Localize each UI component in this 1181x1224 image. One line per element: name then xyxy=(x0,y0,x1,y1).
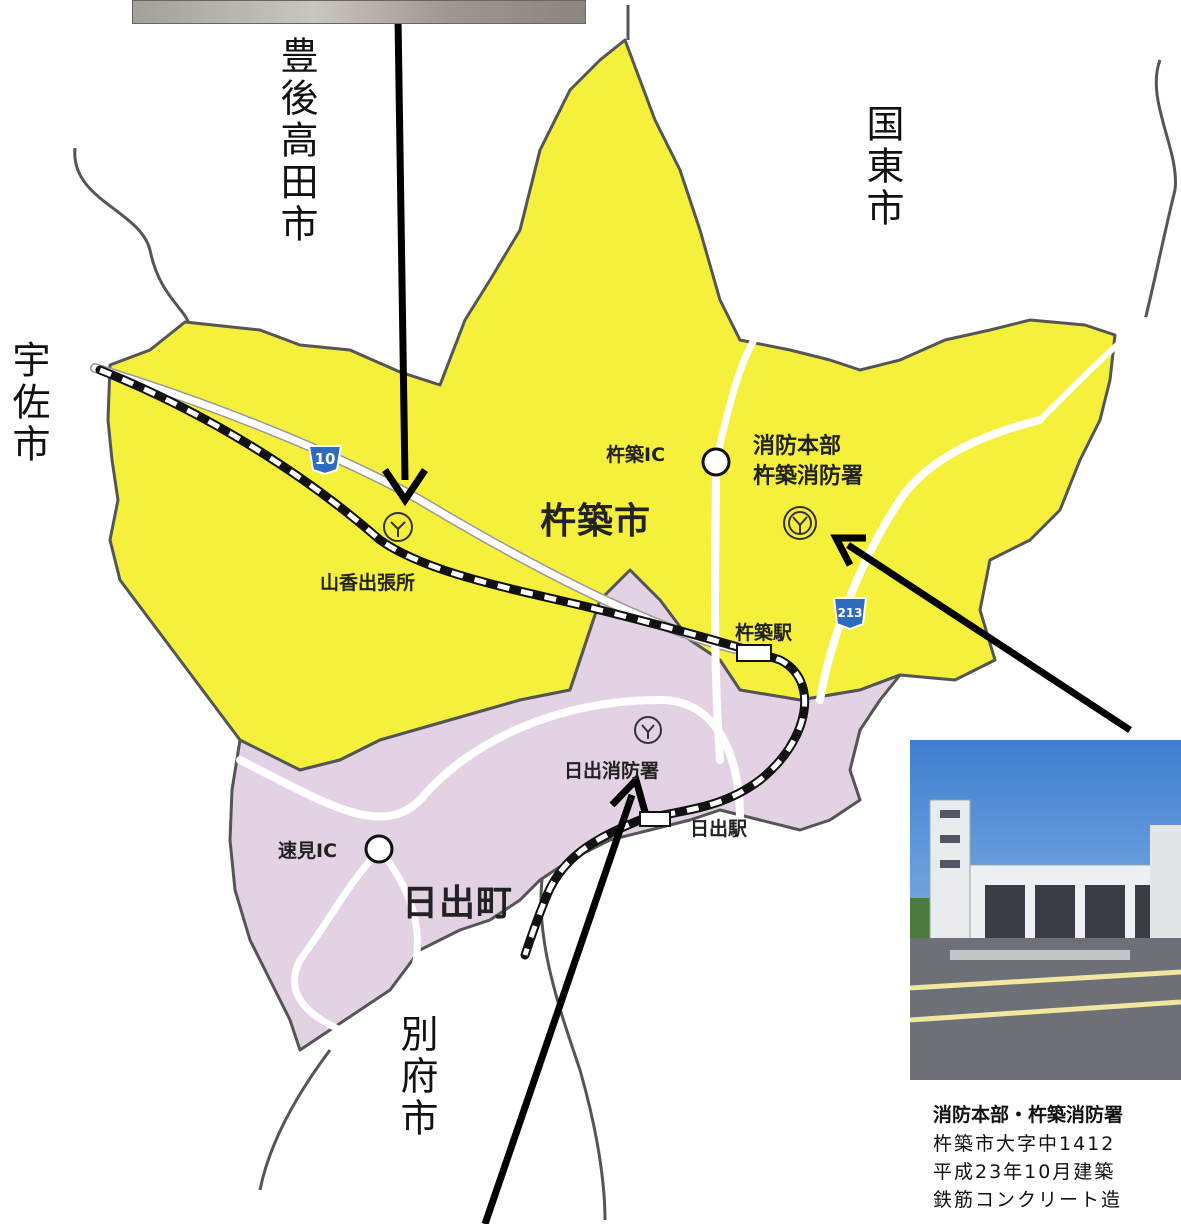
arrow-to-yamaga-head xyxy=(382,468,428,507)
road-west-loop xyxy=(376,846,421,1014)
railway-line-dash xyxy=(99,367,808,956)
arrows xyxy=(382,17,1132,1224)
arrow-to-hq xyxy=(846,542,1132,733)
arrow-to-hiji xyxy=(481,793,636,1224)
label-kitsuki-station: 杵築駅 xyxy=(735,622,793,644)
road-north xyxy=(712,326,764,466)
label-hiji-station: 日出駅 xyxy=(690,818,748,840)
hq-caption: 消防本部・杵築消防署 杵築市大字中1412 平成23年10月建築 鉄筋コンクリー… xyxy=(933,1100,1181,1214)
route-10-number: 10 xyxy=(315,450,336,468)
caption-built: 平成23年10月建築 xyxy=(933,1161,1116,1183)
road-kitsuki-ic xyxy=(711,458,724,764)
arrow-to-hiji-head xyxy=(609,773,649,813)
road-north-east xyxy=(1037,317,1148,423)
arrow-to-hq-head xyxy=(830,534,866,567)
label-kitsuki-city: 杵築市 xyxy=(540,501,652,542)
hq-photo-illustration xyxy=(910,740,1181,1080)
road-route-213 xyxy=(816,416,1044,704)
route-213-sign: 213 xyxy=(832,597,868,631)
label-bungotakada: 豊後高田市 xyxy=(274,36,318,246)
hq-fire-station-symbol xyxy=(783,506,817,540)
label-hq-line1: 消防本部 xyxy=(753,434,842,459)
label-kunisaki: 国東市 xyxy=(860,104,904,230)
boundary-line-south-west xyxy=(258,1049,332,1191)
route-10-sign: 10 xyxy=(307,445,343,476)
label-hiji-town: 日出町 xyxy=(402,883,514,924)
kitsuki-station-marker xyxy=(736,644,772,662)
caption-title: 消防本部・杵築消防署 xyxy=(933,1104,1124,1126)
arrow-to-yamaga xyxy=(394,17,409,481)
hayami-ic-marker xyxy=(364,834,394,864)
hq-building-photo xyxy=(910,740,1181,1080)
hiji-fire-station-symbol xyxy=(634,716,662,744)
label-hq-line2: 杵築消防署 xyxy=(753,464,864,489)
label-kitsuki-ic: 杵築IC xyxy=(606,444,666,466)
label-hq: 消防本部 杵築消防署 xyxy=(753,432,863,492)
route-213-number: 213 xyxy=(837,606,862,620)
yamaga-office-symbol xyxy=(383,512,413,542)
label-usa: 宇佐市 xyxy=(6,340,50,466)
label-yamaga: 山香出張所 xyxy=(320,572,416,594)
label-beppu: 別府市 xyxy=(394,1014,438,1140)
label-hiji-fire: 日出消防署 xyxy=(564,760,660,782)
yamaga-office-photo xyxy=(132,0,586,24)
boundary-line-south-east xyxy=(539,859,607,1221)
caption-structure: 鉄筋コンクリート造 xyxy=(933,1189,1123,1211)
label-hayami-ic: 速見IC xyxy=(278,840,338,862)
caption-address: 杵築市大字中1412 xyxy=(933,1133,1116,1155)
boundary-line-west xyxy=(73,147,192,331)
kitsuki-ic-marker xyxy=(701,447,731,477)
hiji-station-marker xyxy=(639,811,671,827)
boundary-line-east xyxy=(1143,59,1177,321)
road-hayami xyxy=(291,846,384,1034)
